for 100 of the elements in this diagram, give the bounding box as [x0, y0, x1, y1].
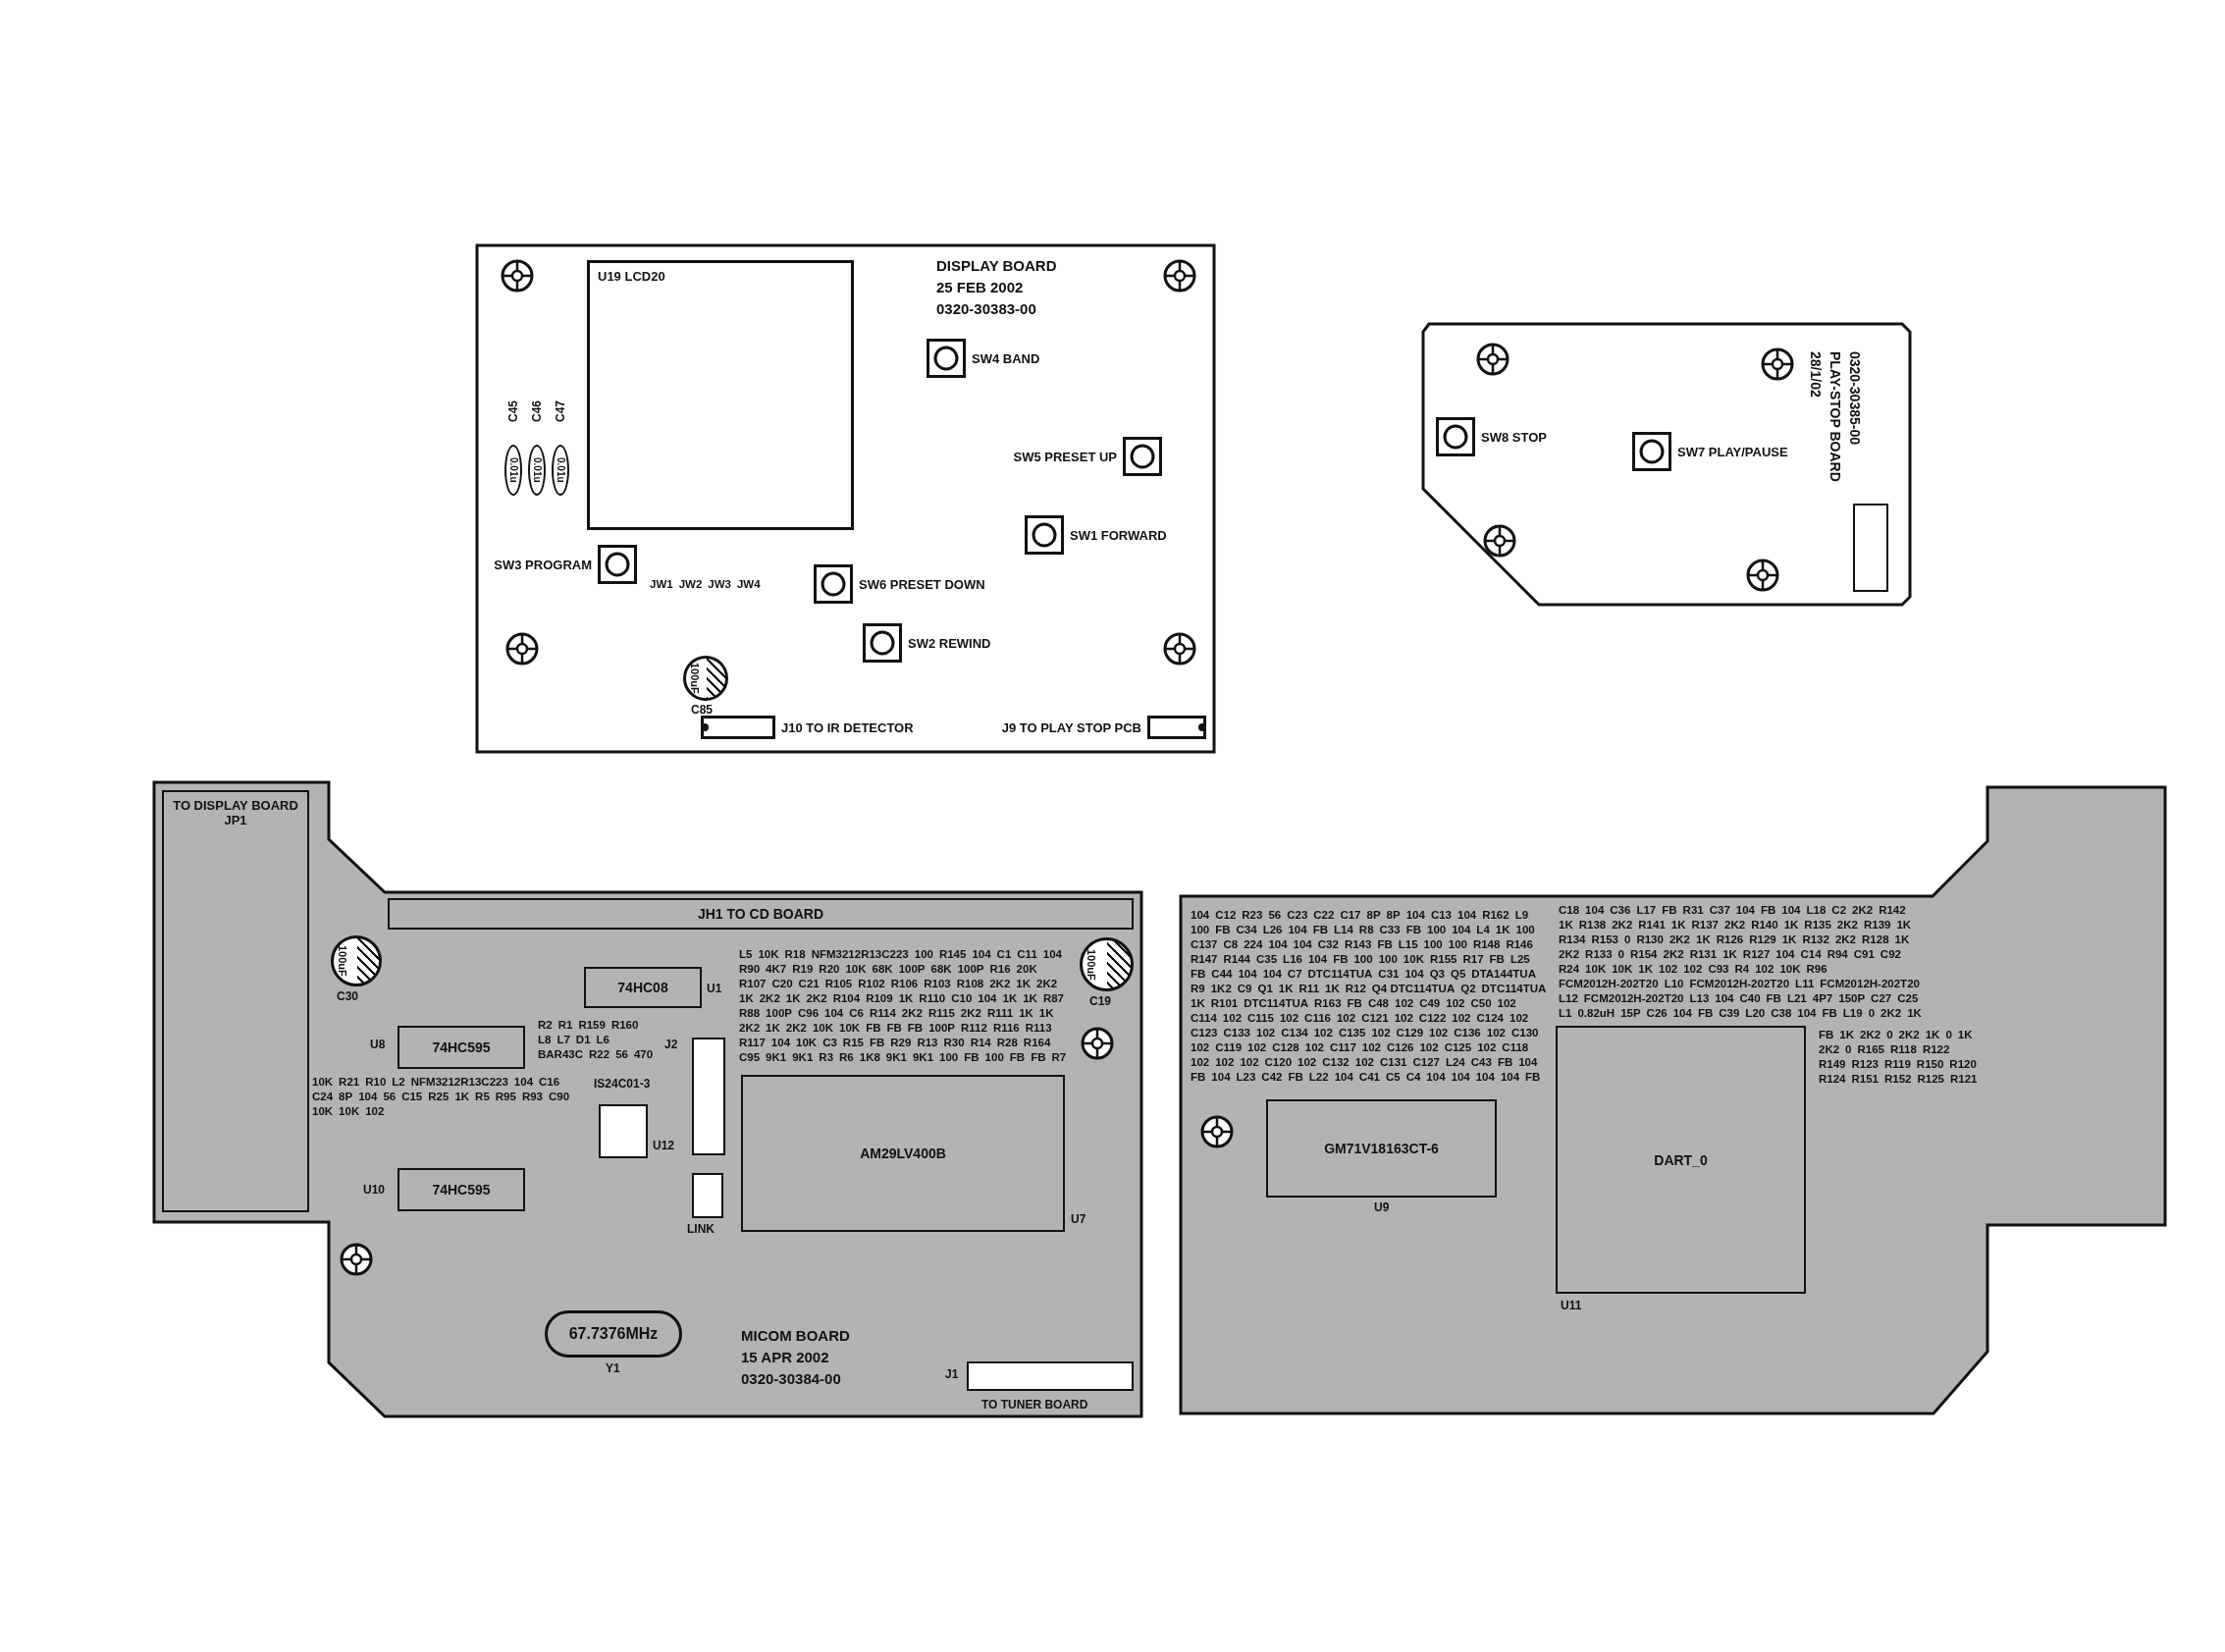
component-label: C123 — [1190, 1026, 1219, 1040]
component-label: C92 — [1879, 947, 1902, 962]
component-label: C41 — [1357, 1070, 1381, 1085]
component-label: 10K — [811, 1021, 835, 1036]
component-label: 102 — [1682, 962, 1704, 977]
component-label: R155 — [1428, 952, 1458, 967]
component-label: R140 — [1750, 918, 1779, 933]
component-label: R10 — [364, 1075, 388, 1090]
component-label: C21 — [797, 977, 821, 991]
component-label: FB — [1332, 952, 1350, 967]
component-label: 4K7 — [765, 962, 788, 977]
component-label: 102 — [1496, 996, 1517, 1011]
component-label: FB — [1346, 996, 1363, 1011]
component-label: 104 — [1306, 952, 1329, 967]
component-label: 104 — [1267, 937, 1289, 952]
component-label: R144 — [1222, 952, 1251, 967]
component-label: 1K — [1838, 1028, 1856, 1042]
board-title: PLAY-STOP BOARD — [1827, 351, 1844, 482]
component-label: JW2 — [677, 577, 704, 592]
component-label: C39 — [1718, 1006, 1741, 1021]
component-label: R121 — [1949, 1072, 1979, 1087]
component-label: R21 — [338, 1075, 361, 1090]
component-label: FB — [1030, 1050, 1047, 1065]
component-label: C20 — [770, 977, 794, 991]
component-label: 20K — [1015, 962, 1038, 977]
component-label: 2K2 — [758, 991, 781, 1006]
component-label: R143 — [1343, 937, 1373, 952]
component-label: L24 — [1444, 1055, 1466, 1070]
component-label: C4 — [1404, 1070, 1422, 1085]
component-label: 104 — [1450, 1070, 1471, 1085]
component-label: 1K — [1782, 918, 1800, 933]
component-label: C1 — [995, 947, 1013, 962]
component-label: FB — [1190, 967, 1207, 982]
component-label: 9K1 — [765, 1050, 788, 1065]
component-label: R159 — [577, 1018, 607, 1033]
component-label: 104 — [1474, 1070, 1496, 1085]
component-label: L20 — [1744, 1006, 1767, 1021]
component-label: R102 — [857, 977, 886, 991]
component-label: R87 — [1041, 991, 1065, 1006]
designator-label: LINK — [687, 1222, 715, 1236]
component-label: R130 — [1635, 933, 1665, 947]
component-label: C35 — [1255, 952, 1279, 967]
component-label: L23 — [1235, 1070, 1257, 1085]
component-label: 104 — [512, 1075, 535, 1090]
component-label: 102 — [1445, 996, 1466, 1011]
switch-label: SW5 PRESET UP — [1013, 449, 1117, 464]
component-label: R162 — [1481, 908, 1510, 923]
connector: JH1 TO CD BOARD — [388, 898, 1134, 930]
component-label: 0 — [1944, 1028, 1953, 1042]
component-label: R134 — [1558, 933, 1587, 947]
component-label: R18 — [783, 947, 807, 962]
component-label: R93 — [520, 1090, 544, 1104]
switch-label: SW7 PLAY/PAUSE — [1677, 444, 1788, 459]
component-label: JW1 — [649, 577, 674, 592]
component-label: 10K — [1584, 962, 1608, 977]
component-label: 1K — [1893, 933, 1911, 947]
component-label: 104 — [1333, 1070, 1354, 1085]
component-label: C17 — [1339, 908, 1362, 923]
board-title: MICOM BOARD — [741, 1326, 850, 1346]
component-label: FB — [1190, 1070, 1207, 1085]
component-label: 56 — [1267, 908, 1283, 923]
component-label: 100 — [1352, 952, 1374, 967]
component-label: 1K — [1037, 1006, 1055, 1021]
component-label: C42 — [1260, 1070, 1284, 1085]
component-label: R165 — [1856, 1042, 1885, 1057]
component-label: 100 — [1426, 923, 1448, 937]
connector — [967, 1361, 1134, 1391]
component-label: 56 — [614, 1047, 629, 1062]
component-label: 1K — [1695, 933, 1712, 947]
ic-chip: DART_0 — [1556, 1026, 1806, 1294]
component-label: C15 — [400, 1090, 424, 1104]
designator-label: Y1 — [606, 1361, 620, 1375]
component-label: 102 — [1190, 1055, 1211, 1070]
component-label: R7 — [1050, 1050, 1068, 1065]
connector: TO DISPLAY BOARD JP1 — [162, 790, 309, 1212]
component-label: C43 — [1469, 1055, 1493, 1070]
component-label: FB — [1661, 903, 1678, 918]
component-label: C9 — [1236, 982, 1253, 996]
component-label: 1K — [765, 1021, 781, 1036]
component-label: R19 — [791, 962, 815, 977]
component-label: C117 — [1328, 1040, 1357, 1055]
component-label: L4 — [1475, 923, 1491, 937]
component-label: 104 — [1292, 937, 1313, 952]
component-label: 1K — [1018, 1006, 1034, 1021]
component-label: 10K — [795, 1036, 819, 1050]
component-label: L7 — [556, 1033, 571, 1047]
component-label: R115 — [927, 1006, 956, 1021]
component-label: R118 — [1889, 1042, 1918, 1057]
component-label: FCM2012H-202T20 — [1582, 991, 1685, 1006]
component-label: 1K — [1722, 947, 1738, 962]
switch-label: SW6 PRESET DOWN — [859, 576, 985, 592]
designator-label: IS24C01-3 — [594, 1077, 651, 1091]
component-label: 2K2 — [1723, 918, 1747, 933]
ic-chip: 74HC08 — [584, 967, 702, 1008]
component-label: L21 — [1785, 991, 1808, 1006]
component-label: C132 — [1321, 1055, 1351, 1070]
component-label: R138 — [1577, 918, 1608, 933]
component-label: C24 — [311, 1090, 335, 1104]
component-label: 104 — [1714, 991, 1735, 1006]
component-label: R8 — [1357, 923, 1375, 937]
